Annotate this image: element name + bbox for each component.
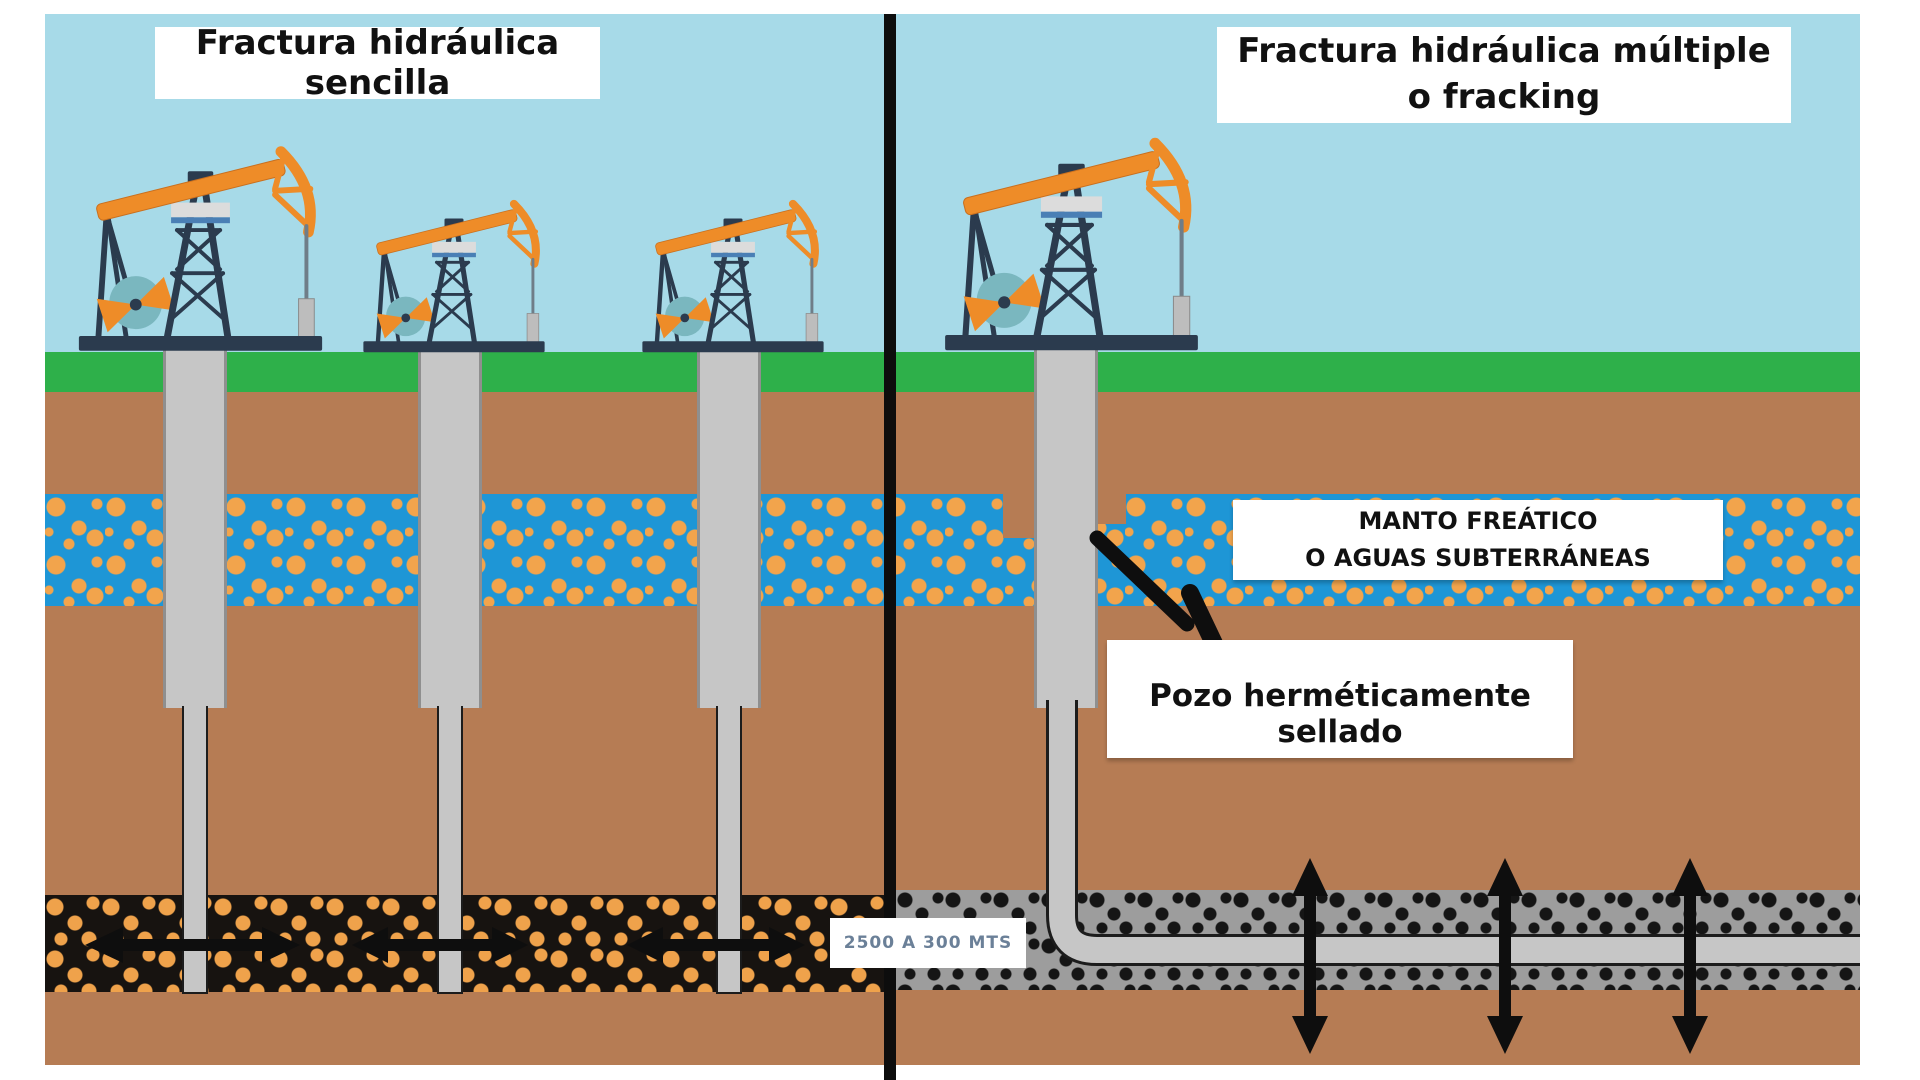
right-panel-title: Fractura hidráulica múltiple o fracking: [1217, 27, 1791, 123]
sealed-well-label-text: Pozo herméticamente sellado: [1149, 678, 1531, 750]
pump-jack-2: [359, 171, 549, 358]
fracture-arrow-vertical-1: [1292, 858, 1328, 1054]
aquifer-label: MANTO FREÁTICO O AGUAS SUBTERRÁNEAS: [1233, 500, 1723, 580]
panel-divider-line: [884, 14, 896, 1080]
left-panel-title-text: Fractura hidráulica sencilla: [195, 23, 560, 103]
depth-label: 2500 A 300 MTS: [830, 918, 1026, 968]
well-seal-patch: [1098, 494, 1126, 524]
fracture-arrow-vertical-2: [1487, 858, 1523, 1054]
well-casing-3: [697, 348, 761, 708]
aquifer-label-line2: O AGUAS SUBTERRÁNEAS: [1305, 544, 1651, 572]
grass-surface: [45, 352, 1860, 392]
left-panel-title: Fractura hidráulica sencilla: [155, 23, 600, 103]
well-casing-4: [1034, 348, 1098, 708]
fracture-arrow-horizontal-1: [85, 927, 300, 963]
fracture-arrow-horizontal-3: [627, 927, 805, 963]
right-panel-title-line1: Fractura hidráulica múltiple: [1237, 31, 1771, 72]
right-panel-title-line2: o fracking: [1407, 77, 1601, 117]
well-seal-patch: [1003, 494, 1035, 538]
aquifer-label-line1: MANTO FREÁTICO: [1358, 506, 1598, 535]
well-casing-2: [418, 348, 482, 708]
fracture-arrow-horizontal-2: [352, 927, 528, 963]
depth-label-text: 2500 A 300 MTS: [843, 933, 1013, 953]
pump-jack-3: [638, 171, 828, 358]
well-casing-1: [163, 348, 227, 708]
fracture-arrow-vertical-3: [1672, 858, 1708, 1054]
pump-jack-1: [73, 108, 328, 358]
horizontal-well-pipe: [1046, 700, 1860, 966]
sealed-well-label: Pozo herméticamente sellado: [1107, 640, 1573, 758]
pump-jack-4: [939, 98, 1204, 358]
